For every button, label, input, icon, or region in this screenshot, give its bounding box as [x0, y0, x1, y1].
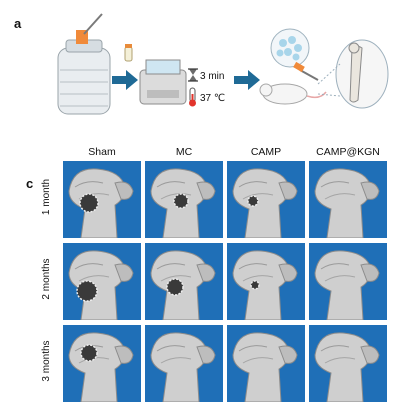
column-header-camp-kgn: CAMP@KGN [316, 146, 380, 158]
process-arrow-2 [234, 70, 260, 90]
syringe-icon [76, 13, 103, 44]
micro-ct-image-sham-2-months [63, 243, 141, 320]
panel-c-letter: c [26, 176, 34, 191]
preparation-schematic: 3 min 37 ℃ [57, 13, 389, 115]
column-header-sham: Sham [88, 146, 116, 158]
water-bath-icon [139, 59, 187, 105]
micro-ct-image-mc-3-months [145, 325, 223, 402]
reagent-bottle-icon [57, 39, 111, 115]
micro-ct-image-camp-kgn-1-month [309, 161, 387, 238]
incubation-temperature-label: 37 ℃ [200, 93, 225, 104]
column-header-camp: CAMP [250, 146, 282, 158]
micro-ct-image-mc-1-month [145, 161, 223, 238]
panel-a-letter: a [14, 16, 22, 31]
hourglass-icon [188, 68, 198, 82]
micro-ct-image-sham-1-month [63, 161, 141, 238]
row-label-2-months: 2 months [41, 258, 52, 300]
column-header-mc: MC [175, 146, 193, 158]
row-label-1-month: 1 month [41, 178, 52, 216]
micro-ct-image-sham-3-months [63, 325, 141, 402]
micro-ct-image-camp-kgn-2-months [309, 243, 387, 320]
row-label-3-months: 3 months [41, 340, 52, 382]
mouse-icon [259, 83, 327, 105]
femur-icon [335, 39, 389, 109]
micro-ct-image-camp-3-months [227, 325, 305, 402]
thermometer-icon [189, 87, 196, 107]
micro-ct-image-camp-kgn-3-months [309, 325, 387, 402]
incubation-time-label: 3 min [200, 71, 224, 82]
micro-ct-image-mc-2-months [145, 243, 223, 320]
tube-icon [124, 46, 133, 62]
micro-ct-image-camp-1-month [227, 161, 305, 238]
process-arrow-1 [112, 70, 138, 90]
micro-ct-image-camp-2-months [227, 243, 305, 320]
microspheres-icon [270, 28, 310, 68]
